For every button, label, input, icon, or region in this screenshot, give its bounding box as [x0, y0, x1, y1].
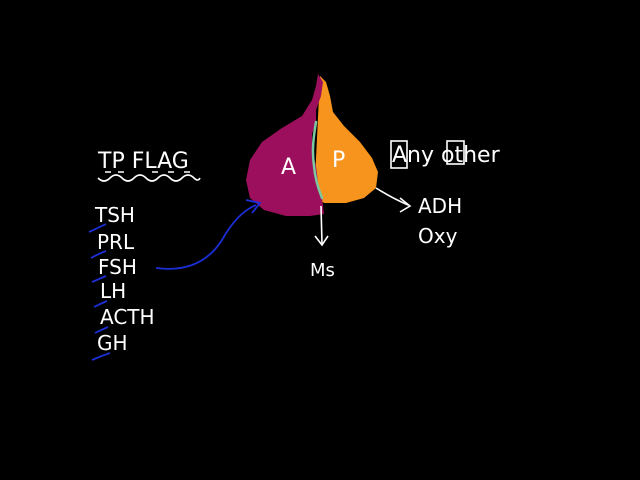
anterior-label: A: [281, 155, 296, 180]
posterior-arrow-line: [375, 187, 409, 206]
blue-mark-gh: [91, 352, 111, 361]
anterior-lobe: [246, 74, 324, 216]
posterior-lobe: [314, 76, 378, 203]
tp-flag-heading: TP FLAG: [97, 149, 189, 174]
hormone-gh: GH: [97, 331, 128, 355]
blue-mark-prl: [90, 250, 107, 259]
hormone-oxy: Oxy: [418, 224, 458, 248]
tp-flag-underline: [97, 174, 201, 182]
box-a: [390, 140, 408, 169]
posterior-arrow-head: [399, 197, 412, 213]
hormone-lh: LH: [100, 279, 126, 303]
middle-label: Ms: [310, 260, 335, 281]
hormone-adh: ADH: [418, 194, 462, 218]
anterior-arrow-line: [155, 204, 257, 270]
middle-arrow-line: [320, 205, 323, 245]
blue-mark-lh: [93, 300, 108, 308]
middle-arrow-head: [314, 235, 329, 247]
posterior-label: P: [332, 148, 345, 173]
hormone-fsh: FSH: [98, 255, 137, 279]
hormone-tsh: TSH: [94, 203, 135, 227]
anterior-arrow-head: [245, 199, 262, 214]
lobe-divider: [311, 120, 324, 200]
blue-mark-acth: [94, 326, 109, 334]
box-o: [446, 140, 465, 165]
blue-mark-tsh: [88, 223, 107, 233]
hormone-acth: ACTH: [100, 305, 155, 329]
blue-mark-fsh: [91, 275, 107, 283]
hormone-prl: PRL: [97, 230, 135, 254]
